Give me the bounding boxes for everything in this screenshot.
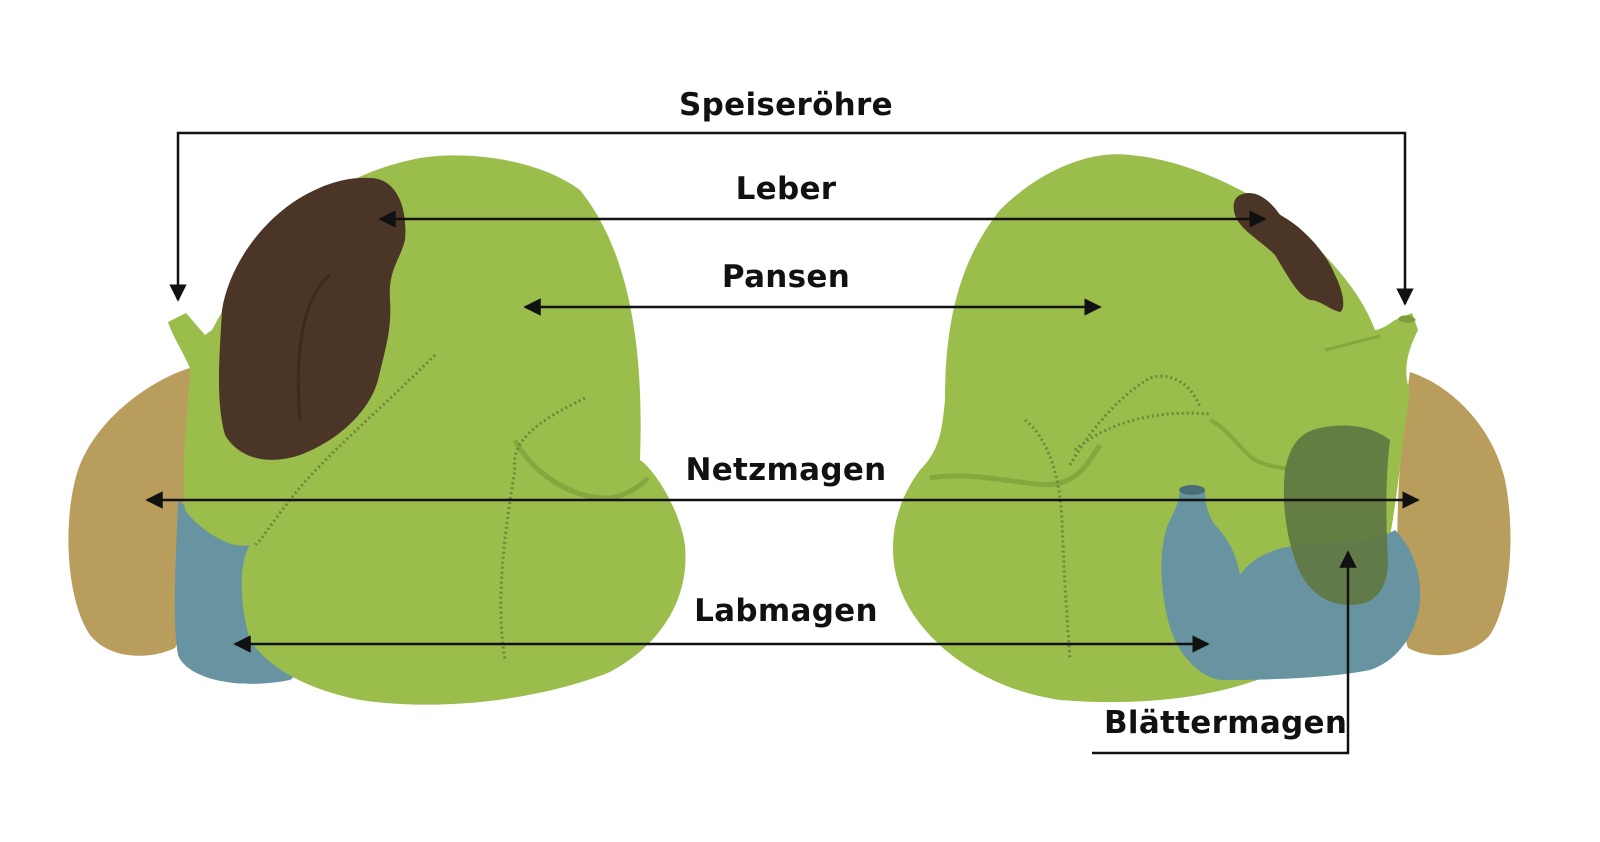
right-rumen-groove — [929, 443, 1103, 488]
right-esophagus-opening — [1398, 315, 1416, 323]
right-omasum — [1283, 425, 1390, 605]
leader-lines — [145, 131, 1420, 755]
label-pansen: Pansen — [721, 259, 851, 295]
right-rumen-groove-3 — [1324, 334, 1381, 352]
left-rumen-pillar — [499, 396, 586, 661]
right-rumen-pillar-3 — [1074, 411, 1211, 452]
right-rumen-pillar-1 — [1024, 418, 1072, 661]
right-reticulum — [1397, 372, 1511, 656]
label-speiseroehre: Speiseröhre — [679, 87, 893, 123]
label-netzmagen: Netzmagen — [685, 452, 887, 488]
right-abomasum-opening — [1179, 485, 1205, 495]
left-stomach — [68, 155, 686, 705]
blaettermagen-leader — [1092, 550, 1357, 755]
right-stomach — [893, 154, 1511, 703]
label-labmagen: Labmagen — [694, 593, 878, 629]
speiseroehre-leader — [169, 131, 1414, 306]
right-abomasum — [1161, 490, 1421, 680]
left-rumen-seam — [254, 353, 437, 547]
label-leber: Leber — [735, 171, 837, 207]
label-blaettermagen: Blättermagen — [1104, 705, 1348, 741]
left-reticulum — [68, 368, 191, 656]
left-liver — [218, 177, 406, 460]
